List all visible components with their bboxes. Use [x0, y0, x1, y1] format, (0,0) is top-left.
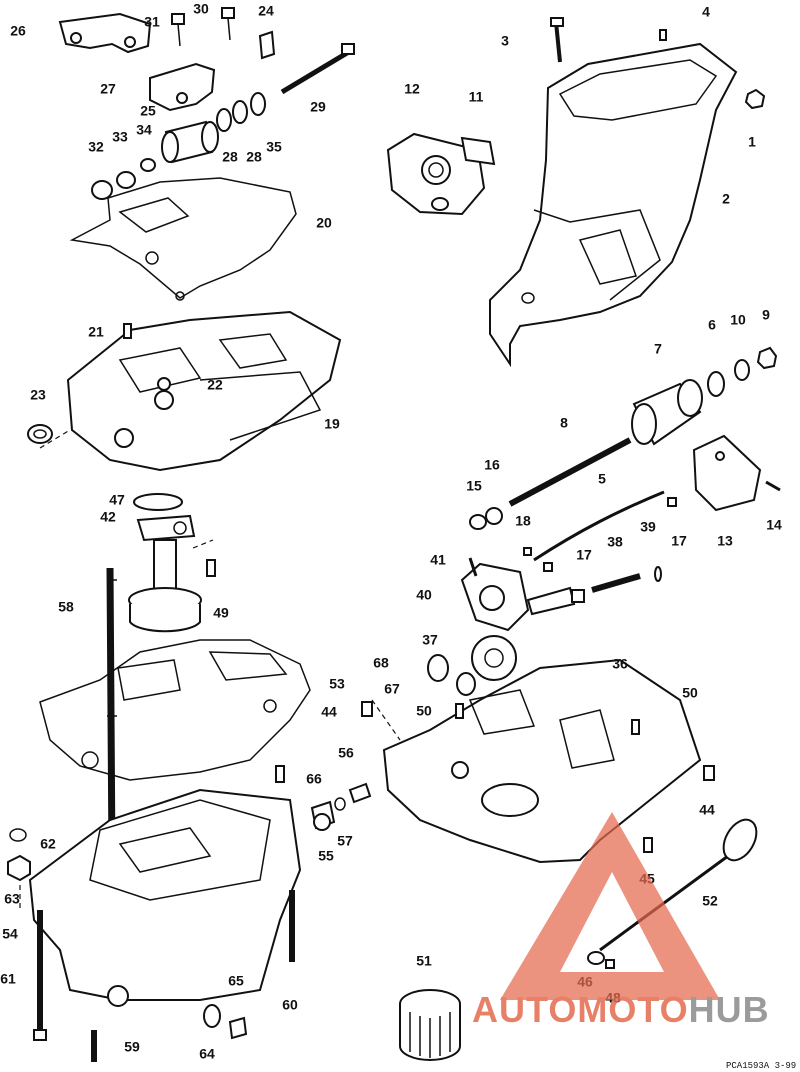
upper-mount-assembly: [58, 7, 355, 301]
callout-4: 4: [702, 4, 710, 20]
callout-35: 35: [266, 139, 282, 155]
callout-6: 6: [708, 317, 716, 333]
watermark: AUTOMOTOHUB: [472, 812, 770, 1030]
callout-57: 57: [337, 833, 353, 849]
callout-17: 17: [576, 547, 592, 563]
figure-code: PCA1593A 3-99: [726, 1061, 796, 1071]
watermark-part2: HUB: [689, 989, 770, 1030]
callout-2: 2: [722, 191, 730, 207]
callout-13: 13: [717, 533, 733, 549]
callout-14: 14: [766, 517, 782, 533]
callout-15: 15: [466, 478, 482, 494]
callout-52: 52: [702, 893, 718, 909]
callout-21: 21: [88, 324, 104, 340]
callout-11: 11: [469, 89, 484, 105]
dipstick-assembly: [587, 818, 758, 969]
callout-1: 1: [748, 134, 756, 150]
callout-55: 55: [318, 848, 334, 864]
callout-62: 62: [40, 836, 56, 852]
watermark-triangle: [500, 812, 720, 1000]
callout-23: 23: [30, 387, 46, 403]
mount-bracket-12: [386, 132, 496, 216]
callout-33: 33: [112, 129, 128, 145]
callout-12: 12: [404, 81, 420, 97]
callout-27: 27: [100, 81, 116, 97]
callout-22: 22: [207, 377, 223, 393]
callout-30: 30: [193, 1, 209, 17]
callout-20: 20: [316, 215, 332, 231]
callout-67: 67: [384, 681, 400, 697]
callout-54: 54: [2, 926, 18, 942]
callout-25: 25: [140, 103, 156, 119]
callout-40: 40: [416, 587, 432, 603]
oil-pan-assembly: [7, 765, 372, 1062]
oil-filter: [399, 989, 461, 1061]
callout-50: 50: [416, 703, 432, 719]
callout-10: 10: [730, 312, 746, 328]
callout-64: 64: [199, 1046, 215, 1062]
callout-5: 5: [598, 471, 606, 487]
callout-65: 65: [228, 973, 244, 989]
watermark-text: AUTOMOTOHUB: [472, 989, 770, 1030]
callout-44: 44: [321, 704, 337, 720]
callout-66: 66: [306, 771, 322, 787]
callout-34: 34: [136, 122, 152, 138]
callout-44: 44: [699, 802, 715, 818]
callout-38: 38: [607, 534, 623, 550]
callout-26: 26: [10, 23, 26, 39]
oil-pickup-assembly: [128, 493, 216, 633]
callout-31: 31: [144, 14, 160, 30]
callout-49: 49: [213, 605, 229, 621]
callout-47: 47: [109, 492, 125, 508]
callout-63: 63: [4, 891, 20, 907]
gasket-53: [39, 639, 311, 781]
callout-50: 50: [682, 685, 698, 701]
callout-32: 32: [88, 139, 104, 155]
callout-28: 28: [246, 149, 262, 165]
callout-59: 59: [124, 1039, 140, 1055]
callout-39: 39: [640, 519, 656, 535]
callout-58: 58: [58, 599, 74, 615]
callout-17: 17: [671, 533, 687, 549]
stud-58: [106, 567, 117, 861]
callout-18: 18: [515, 513, 531, 529]
watermark-part1: AUTOMOTO: [472, 989, 689, 1030]
callout-8: 8: [560, 415, 568, 431]
callout-60: 60: [282, 997, 298, 1013]
exhaust-plate-assembly: [27, 310, 342, 472]
callout-68: 68: [373, 655, 389, 671]
callout-16: 16: [484, 457, 500, 473]
driveshaft-housing: [489, 17, 766, 368]
callout-24: 24: [258, 3, 274, 19]
water-pump-assembly: [469, 346, 781, 572]
callout-53: 53: [329, 676, 345, 692]
callout-29: 29: [310, 99, 326, 115]
callout-9: 9: [762, 307, 770, 323]
callout-36: 36: [612, 656, 628, 672]
callout-37: 37: [422, 632, 438, 648]
oil-pump-assembly: [427, 557, 662, 696]
callout-3: 3: [501, 33, 509, 49]
callout-41: 41: [430, 552, 446, 568]
callout-7: 7: [654, 341, 662, 357]
callout-19: 19: [324, 416, 340, 432]
callout-28: 28: [222, 149, 238, 165]
callout-42: 42: [100, 509, 116, 525]
adapter-plate: [361, 658, 715, 864]
callout-51: 51: [416, 953, 432, 969]
callout-56: 56: [338, 745, 354, 761]
callout-61: 61: [0, 971, 16, 987]
